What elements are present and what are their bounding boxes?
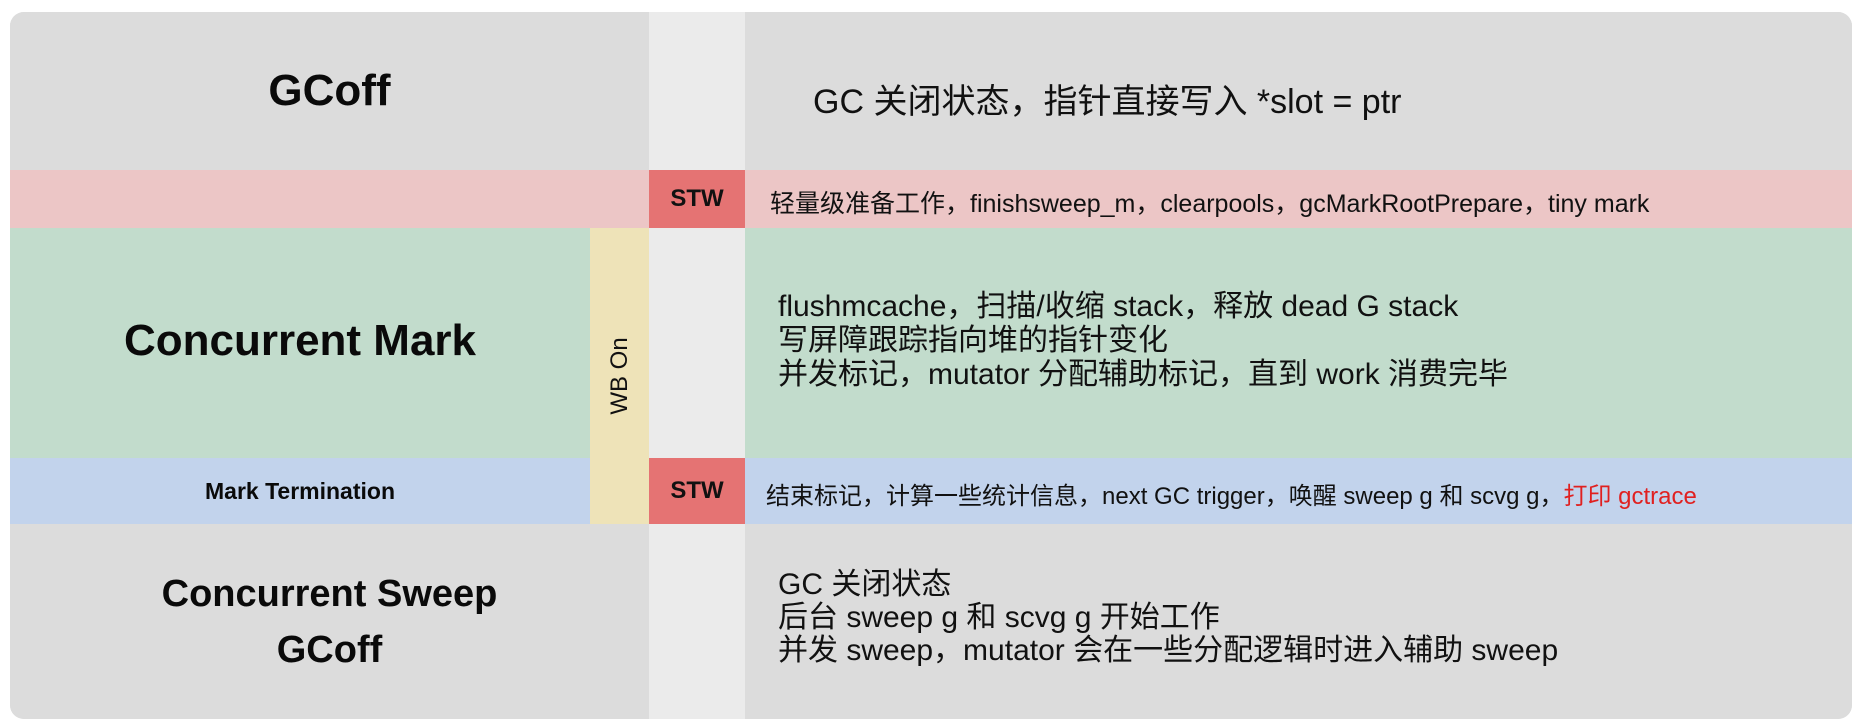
gc-phase-diagram: WB On STW STW GCoff Concurrent Mark Mark… <box>10 12 1852 719</box>
concurrent-mark-label: Concurrent Mark <box>123 316 477 365</box>
stw-prepare-band <box>10 170 1852 228</box>
mark-termination-description: 结束标记，计算一些统计信息，next GC trigger，唤醒 sweep g… <box>766 476 1697 511</box>
concurrent-sweep-band <box>10 524 1852 719</box>
concurrent-mark-line-1: flushmcache，扫描/收缩 stack，释放 dead G stack <box>778 290 1459 323</box>
mark-termination-label: Mark Termination <box>205 477 395 504</box>
stw-prepare-badge: STW <box>649 170 745 228</box>
stw-termination-badge: STW <box>649 458 745 524</box>
concurrent-sweep-label-line2: GCoff <box>276 628 383 671</box>
concurrent-sweep-line-3: 并发 sweep，mutator 会在一些分配逻辑时进入辅助 sweep <box>778 634 1559 667</box>
concurrent-sweep-line-1: GC 关闭状态 <box>778 568 952 601</box>
write-barrier-label: WB On <box>605 337 633 415</box>
gutter-column <box>649 12 745 719</box>
write-barrier-bar: WB On <box>590 228 649 524</box>
gcoff-description: GC 关闭状态，指针直接写入 *slot = ptr <box>813 83 1402 121</box>
stw-prepare-description: 轻量级准备工作，finishsweep_m，clearpools，gcMarkR… <box>770 190 1650 218</box>
concurrent-mark-line-2: 写屏障跟踪指向堆的指针变化 <box>778 324 1168 357</box>
mark-termination-text: 结束标记，计算一些统计信息，next GC trigger，唤醒 sweep g… <box>766 483 1564 510</box>
gcoff-band <box>10 12 1852 170</box>
concurrent-sweep-description: GC 关闭状态 后台 sweep g 和 scvg g 开始工作 并发 swee… <box>778 568 1558 667</box>
mark-termination-band <box>10 458 1852 524</box>
gctrace-highlight: 打印 gctrace <box>1563 483 1697 510</box>
concurrent-mark-description: flushmcache，扫描/收缩 stack，释放 dead G stack … <box>778 290 1508 392</box>
concurrent-sweep-line-2: 后台 sweep g 和 scvg g 开始工作 <box>778 601 1220 634</box>
concurrent-mark-line-3: 并发标记，mutator 分配辅助标记，直到 work 消费完毕 <box>778 358 1509 391</box>
concurrent-sweep-label: Concurrent Sweep GCoff <box>10 524 649 719</box>
concurrent-sweep-label-line1: Concurrent Sweep <box>161 572 498 615</box>
gcoff-label: GCoff <box>268 66 391 115</box>
concurrent-mark-band <box>10 228 1852 458</box>
